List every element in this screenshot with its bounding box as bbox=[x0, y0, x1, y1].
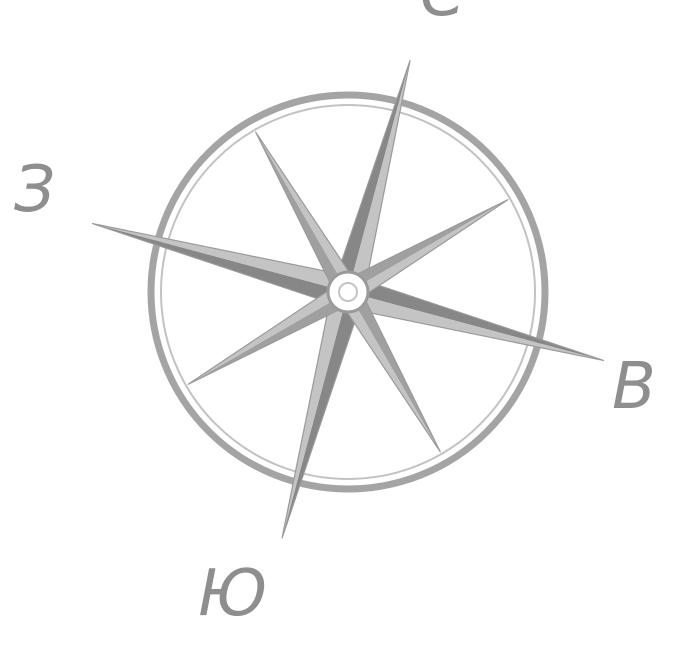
west-label: З bbox=[14, 158, 55, 222]
south-label: Ю bbox=[198, 562, 267, 626]
compass-center-dot bbox=[339, 283, 357, 301]
east-label: В bbox=[612, 355, 656, 419]
north-label: С bbox=[420, 0, 465, 26]
